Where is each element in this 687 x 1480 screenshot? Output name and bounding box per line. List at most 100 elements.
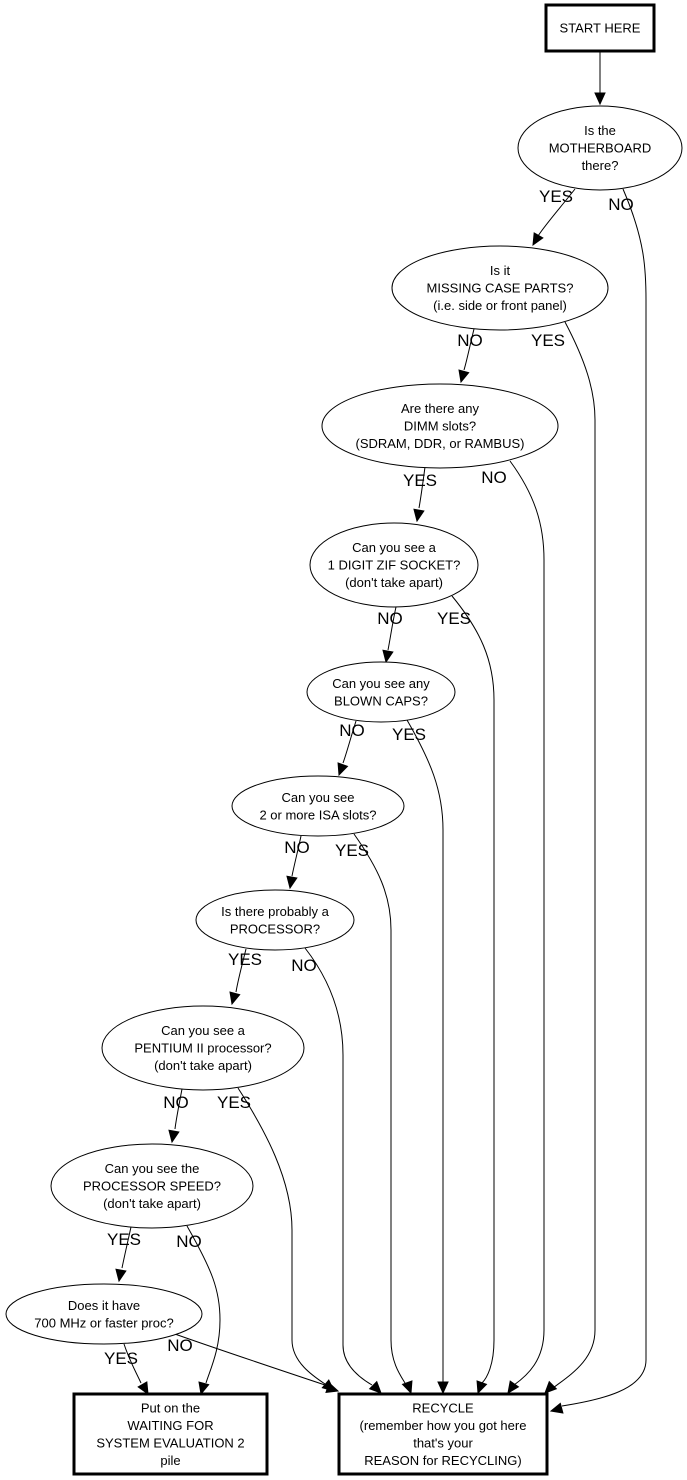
arrowhead-icon <box>401 1380 413 1395</box>
edge-line <box>235 948 247 993</box>
edge-start-to-motherboard <box>594 52 606 106</box>
edge-dimm-to-recycle <box>507 460 545 1394</box>
edge-label-no: NO <box>176 1232 202 1251</box>
edge-label-yes: YES <box>335 841 369 860</box>
edge-mhz-to-waiting <box>123 1343 149 1396</box>
edge-case_parts-to-recycle <box>544 321 596 1394</box>
decision-ellipse <box>517 105 683 191</box>
edge-zif-to-caps <box>382 606 397 664</box>
node-text-line: BLOWN CAPS? <box>334 693 428 708</box>
node-text-line: Is it <box>490 263 511 278</box>
arrowhead-icon <box>594 92 606 106</box>
edge-speed-to-mhz <box>115 1226 132 1283</box>
arrowhead-icon <box>476 1380 488 1395</box>
node-text-line: REASON for RECYCLING) <box>364 1453 521 1468</box>
edge-label-no: NO <box>608 195 634 214</box>
arrowhead-icon <box>168 1129 180 1144</box>
edge-line <box>171 1332 329 1387</box>
arrowhead-icon <box>198 1381 210 1396</box>
edge-line <box>406 719 444 1383</box>
edge-line <box>121 1226 132 1269</box>
decision-ellipse <box>309 522 479 608</box>
node-text-line: 700 MHz or faster proc? <box>34 1315 173 1330</box>
edge-label-yes: YES <box>539 187 573 206</box>
edge-case_parts-to-dimm <box>458 328 475 384</box>
decision-ellipse <box>321 383 559 469</box>
edge-label-no: NO <box>291 956 317 975</box>
edge-zif-to-recycle <box>451 595 495 1395</box>
edge-pentium-to-speed <box>168 1088 183 1144</box>
node-text-line: Can you see <box>282 790 355 805</box>
node-text-line: (don't take apart) <box>154 1058 252 1073</box>
edge-label-yes: YES <box>392 725 426 744</box>
edge-caps-to-recycle <box>406 719 449 1395</box>
edge-label-yes: YES <box>107 1230 141 1249</box>
edge-line <box>174 1088 183 1130</box>
edge-motherboard-to-recycle <box>549 188 647 1414</box>
node-text-line: Is the <box>584 123 616 138</box>
node-text-line: RECYCLE <box>412 1400 474 1415</box>
arrowhead-icon <box>544 1380 558 1394</box>
edge-label-yes: YES <box>228 950 262 969</box>
node-text-line: MOTHERBOARD <box>549 141 652 156</box>
edge-label-no: NO <box>163 1093 189 1112</box>
edge-processor-to-pentium <box>229 948 247 1006</box>
arrowhead-icon <box>368 1380 382 1394</box>
node-text-line: SYSTEM EVALUATION 2 <box>96 1435 244 1450</box>
node-text-line: 2 or more ISA slots? <box>259 807 376 822</box>
edge-label-yes: YES <box>531 331 565 350</box>
edge-speed-to-waiting <box>186 1225 221 1396</box>
decision-ellipse <box>101 1005 305 1091</box>
node-start: START HERE <box>544 3 656 53</box>
decision-ellipse <box>195 889 355 951</box>
node-recycle: RECYCLE(remember how you got herethat's … <box>337 1392 549 1476</box>
edge-line <box>353 833 406 1384</box>
node-text-line: WAITING FOR <box>127 1418 213 1433</box>
node-text-line: START HERE <box>560 21 641 36</box>
edge-isa-to-processor <box>286 835 302 890</box>
edge-line <box>342 720 357 764</box>
node-text-line: 1 DIGIT ZIF SOCKET? <box>328 558 461 573</box>
node-text-line: Can you see a <box>161 1023 246 1038</box>
edge-line <box>552 321 596 1389</box>
arrowhead-icon <box>458 369 470 384</box>
decision-ellipse <box>5 1283 203 1345</box>
edge-label-yes: YES <box>437 609 471 628</box>
edge-line <box>537 188 576 237</box>
edge-line <box>186 1225 221 1384</box>
edge-isa-to-recycle <box>353 833 413 1395</box>
arrowhead-icon <box>137 1381 149 1396</box>
node-text-line: Can you see the <box>105 1161 200 1176</box>
edge-line <box>463 328 475 371</box>
node-text-line: Put on the <box>141 1400 200 1415</box>
node-text-line: (don't take apart) <box>103 1196 201 1211</box>
node-text-line: (don't take apart) <box>345 575 443 590</box>
edge-line <box>237 1087 326 1385</box>
node-text-line: Are there any <box>401 401 480 416</box>
terminal-box <box>72 1392 269 1476</box>
edge-pentium-to-recycle <box>237 1087 335 1392</box>
arrowhead-icon <box>382 649 394 664</box>
arrowhead-icon <box>115 1268 127 1283</box>
arrowhead-icon <box>229 991 241 1006</box>
decision-ellipse <box>50 1143 254 1229</box>
node-text-line: that's your <box>413 1435 473 1450</box>
node-text-line: (SDRAM, DDR, or RAMBUS) <box>355 436 524 451</box>
node-text-line: PROCESSOR SPEED? <box>83 1179 221 1194</box>
edge-dimm-to-zif <box>413 466 426 523</box>
edge-label-no: NO <box>457 331 483 350</box>
arrowhead-icon <box>549 1402 564 1414</box>
arrowhead-icon <box>325 1381 340 1393</box>
node-text-line: Can you see a <box>352 540 437 555</box>
edge-line <box>123 1343 142 1384</box>
edge-label-no: NO <box>167 1336 193 1355</box>
edge-label-no: NO <box>377 609 403 628</box>
decision-ellipse <box>231 775 405 837</box>
